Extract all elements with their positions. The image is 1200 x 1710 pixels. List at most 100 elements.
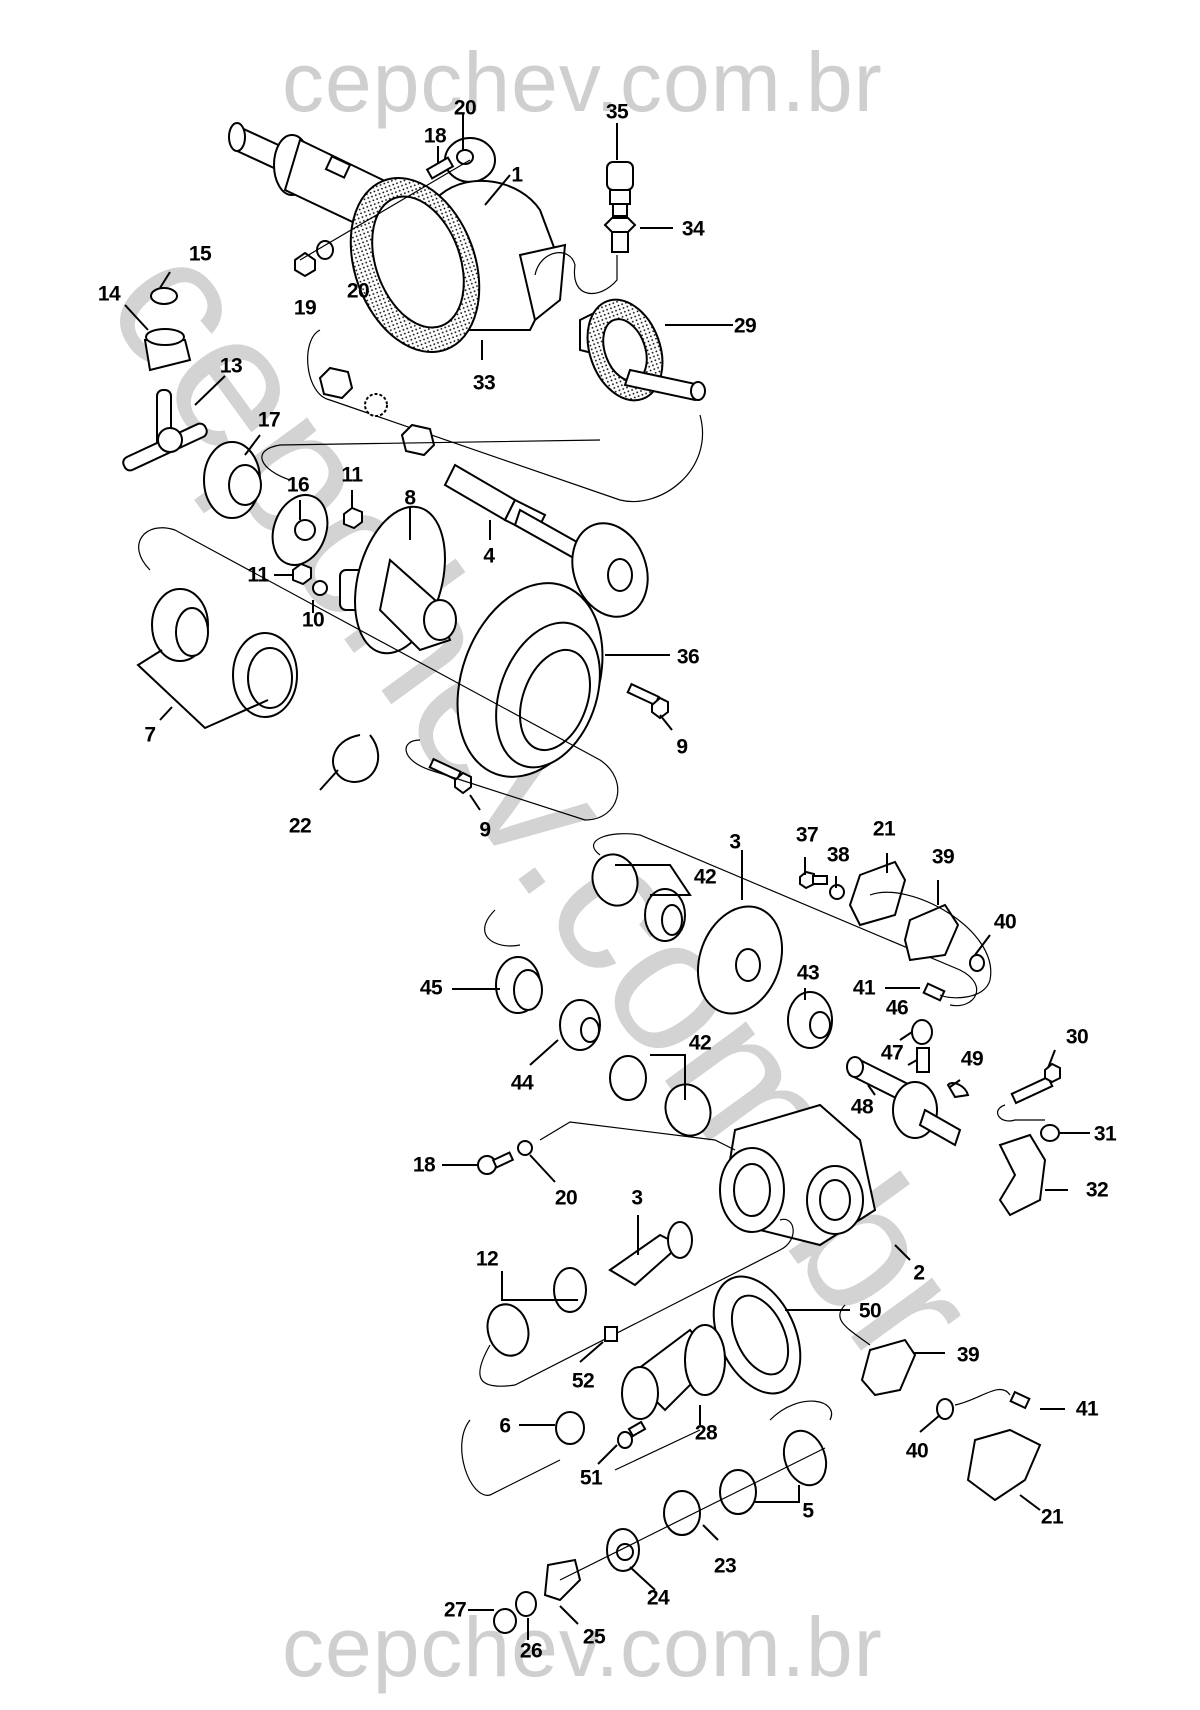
seal-24 (606, 1528, 640, 1572)
washer-20b (517, 1140, 533, 1156)
callout-36: 36 (676, 645, 700, 669)
bevel-gear-3 (696, 905, 784, 1015)
washer-40b (936, 1398, 954, 1420)
fitting-34 (603, 217, 637, 253)
callout-20-low: 20 (554, 1186, 578, 1210)
bearing-cup-12 (486, 1303, 530, 1357)
callout-9-b: 9 (479, 818, 491, 842)
callout-42-low: 42 (688, 1031, 712, 1055)
watermark-bottom: cepchev.com.br (282, 1600, 883, 1694)
callout-33: 33 (472, 371, 496, 395)
key-49 (946, 1082, 970, 1099)
callout-46: 46 (885, 996, 909, 1020)
bearing-cone-7 (151, 588, 209, 662)
thrust-washer-15 (150, 287, 178, 305)
pinion-3 (608, 1221, 693, 1287)
retainer-28 (621, 1324, 726, 1420)
callout-9-a: 9 (676, 735, 688, 759)
breather-35 (606, 161, 634, 217)
bearing-cone-42b (609, 1055, 647, 1101)
bearing-cup-42b (664, 1083, 712, 1137)
callout-37: 37 (795, 823, 819, 847)
callout-29: 29 (733, 314, 757, 338)
callout-11-low: 11 (247, 563, 269, 587)
callout-45: 45 (419, 976, 443, 1000)
stud-18-top (425, 156, 455, 180)
callout-28: 28 (694, 1421, 718, 1445)
callout-24: 24 (646, 1586, 670, 1610)
bolt-41b (1009, 1390, 1031, 1410)
bolt-51 (617, 1420, 647, 1449)
washer-40a (969, 954, 985, 972)
callout-25: 25 (582, 1625, 606, 1649)
axle-shaft-4 (443, 463, 649, 618)
callout-8: 8 (404, 486, 416, 510)
callout-26: 26 (519, 1639, 543, 1663)
bushing-20-top (456, 149, 474, 165)
callout-2: 2 (913, 1261, 925, 1285)
thrust-plate-16 (271, 494, 329, 566)
callout-48: 48 (850, 1095, 874, 1119)
bolt-9-b (428, 757, 472, 795)
nut-11-top (343, 506, 363, 530)
side-pinion-14 (143, 328, 192, 372)
callout-44: 44 (510, 1071, 534, 1095)
callout-6: 6 (499, 1414, 511, 1438)
callout-27: 27 (443, 1598, 467, 1622)
callout-7: 7 (144, 723, 156, 747)
gear-43 (787, 991, 833, 1049)
callout-12: 12 (475, 1247, 499, 1271)
clutch-collar-45 (495, 956, 543, 1014)
callout-41-low: 41 (1075, 1397, 1099, 1421)
callout-41-top: 41 (852, 976, 876, 1000)
spring-47 (916, 1047, 930, 1073)
nut-11-low (292, 562, 312, 586)
callout-17: 17 (257, 408, 281, 432)
callout-49: 49 (960, 1047, 984, 1071)
callout-34: 34 (681, 217, 705, 241)
callout-18-low: 18 (412, 1153, 436, 1177)
bearing-cup-42a (591, 853, 639, 907)
callout-43: 43 (796, 961, 820, 985)
bracket-32 (998, 1133, 1047, 1217)
spider-13 (122, 389, 208, 472)
callout-3-top: 3 (729, 830, 741, 854)
fitting-52 (604, 1326, 618, 1342)
side-gear-17 (203, 441, 262, 519)
axle-housing (228, 122, 567, 354)
callout-11-top: 11 (341, 463, 363, 487)
callout-31: 31 (1093, 1122, 1117, 1146)
callout-42-top: 42 (693, 865, 717, 889)
nut-hex-2 (400, 423, 436, 457)
bolt-30 (1010, 1062, 1061, 1105)
callout-35: 35 (605, 100, 629, 124)
callout-51: 51 (579, 1466, 603, 1490)
bolt-37 (799, 870, 828, 890)
diff-case-8 (339, 505, 457, 655)
gasket-39b (860, 1338, 917, 1397)
callout-20-top: 20 (453, 96, 477, 120)
callout-15: 15 (188, 242, 212, 266)
bearing-cup-7 (232, 632, 298, 718)
callout-21-low: 21 (1040, 1505, 1064, 1529)
housing-2 (719, 1103, 877, 1247)
cup-6 (555, 1411, 585, 1445)
callout-16: 16 (286, 473, 310, 497)
callout-5: 5 (802, 1499, 814, 1523)
nut-27 (493, 1608, 517, 1634)
callout-30: 30 (1065, 1025, 1089, 1049)
spindle-29 (579, 298, 706, 402)
washer-20-mid (316, 240, 334, 260)
callout-23: 23 (713, 1554, 737, 1578)
nut-hex-1 (318, 366, 354, 400)
callout-20-mid: 20 (346, 279, 370, 303)
callout-14: 14 (97, 282, 121, 306)
ball-46 (911, 1019, 933, 1045)
washer-31 (1040, 1124, 1060, 1142)
snap-ring-22 (332, 734, 380, 783)
callout-19: 19 (293, 296, 317, 320)
callout-39-low: 39 (956, 1343, 980, 1367)
shift-shaft-48 (846, 1056, 962, 1147)
